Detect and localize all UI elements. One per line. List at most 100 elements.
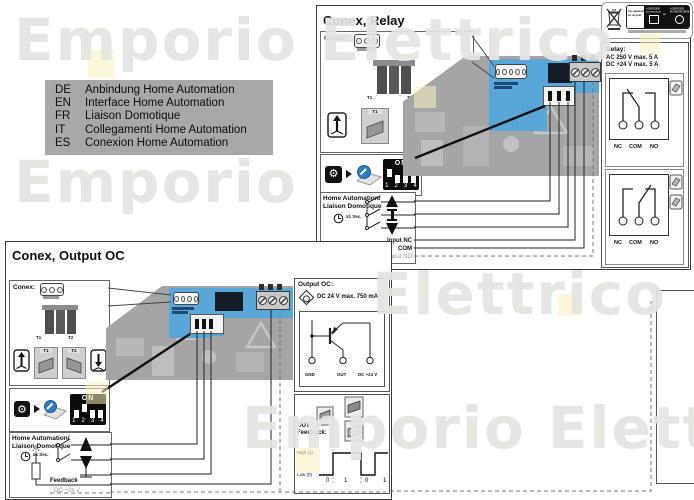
module-label-text — [494, 86, 512, 89]
conex-label: Conex: — [324, 35, 347, 42]
arrow-right-icon — [34, 405, 40, 413]
relay-schematic-nc-closed — [609, 78, 669, 140]
warning-triangle-icon — [244, 320, 278, 349]
feedback-label: Feedback — [50, 478, 78, 484]
terminal-block — [569, 62, 601, 82]
terminal-tag — [590, 55, 595, 61]
output-oc-panel: Conex, Output OC Conex: T1 T2 T1 — [5, 241, 392, 500]
open-collector-icon — [298, 289, 315, 306]
down-arrow-icon — [386, 223, 398, 235]
terminal-tag — [259, 284, 264, 290]
button-icon — [669, 174, 683, 190]
motor-t1-label: T1 — [36, 335, 42, 340]
com-label: COM — [398, 246, 412, 252]
dip-switch-4 — [98, 410, 103, 418]
language-code: EN — [55, 97, 71, 110]
gnd-label: GND — [305, 372, 315, 377]
relay-info-title: Relay: — [606, 46, 626, 53]
oc-home-automation-box: Home Automation/ Liaison Domotique ≥1 Se… — [9, 432, 112, 498]
resistor-icon — [31, 462, 41, 480]
dc24v-label: DC +24 V — [358, 372, 378, 377]
ground-icon — [80, 467, 92, 478]
board-dip-pin — [195, 319, 199, 329]
wave-tick: 1 — [344, 478, 348, 484]
recycle-option1-text: EN MAGASIN — [646, 11, 662, 14]
ha-title-line1: Home Automation/ — [323, 195, 381, 202]
recycle-footnote-text — [628, 30, 686, 33]
recycle-or-text: ou — [663, 13, 667, 16]
terminal-screw — [570, 67, 580, 77]
recycle-option1-text: À DÉPOSER — [646, 8, 661, 11]
paper-blemish — [558, 294, 580, 316]
module-connector-icon — [173, 292, 199, 305]
module-label-text — [172, 311, 188, 314]
terminal-screw — [580, 67, 590, 77]
board-dip-pin — [566, 91, 570, 101]
clock-icon — [333, 213, 344, 224]
module-label-text — [172, 307, 194, 310]
module-label-text — [494, 82, 518, 85]
board-dip-pin — [557, 91, 561, 101]
gate-t1-label: T1 — [39, 348, 53, 353]
part-number-text — [43, 296, 59, 299]
oc-settings-box: ⚙ ON 1 2 3 4 — [9, 388, 110, 432]
gate-t2-pictogram: T2 — [62, 347, 86, 379]
dip-switch-2 — [82, 404, 87, 412]
language-label: Collegamenti Home Automation — [85, 123, 247, 136]
clock-icon — [20, 451, 31, 462]
board-dip-pin — [548, 91, 552, 101]
motor-mount — [42, 305, 78, 310]
ha-title-line2: Liaison Domotique — [323, 202, 382, 210]
wave-tick: 0 — [326, 478, 330, 484]
output-oc-box: Output OC: DC 24 V max. 750 mA GND OUT — [294, 278, 390, 392]
ha-contacts-graphic — [31, 437, 111, 494]
watermark-text: Elettrico — [372, 260, 668, 328]
dashed-up-arrow-icon — [32, 445, 40, 455]
dip-switch-3 — [90, 410, 95, 418]
oc-schematic-box: GND OUT DC +24 V — [299, 311, 385, 387]
module-connector-icon — [495, 64, 527, 79]
relay-schematic-no-closed — [609, 174, 669, 236]
arrow-right-icon — [346, 170, 352, 178]
output-oc-title: Output OC: — [298, 281, 334, 288]
language-code: DE — [55, 84, 71, 96]
language-code: ES — [55, 136, 71, 149]
recycle-left-text: se recycle — [628, 14, 642, 17]
dip-switch-1 — [74, 410, 79, 418]
gate-t1-pictogram: T1 — [34, 347, 58, 379]
dip-numbers: 1 2 3 4 — [72, 418, 106, 424]
terminal-tag — [268, 284, 273, 290]
relay-rating-ac: AC 250 V max. 5 A — [606, 55, 659, 61]
connector-icon — [40, 283, 64, 296]
oc-panel-title: Conex, Output OC — [12, 248, 125, 263]
dip-switch-3 — [403, 175, 408, 183]
gate-position-icon — [344, 420, 364, 442]
dip-on-label: ON — [81, 395, 95, 402]
relay-diagram-nc: NC COM NO — [605, 73, 684, 167]
terminal-screw — [590, 67, 600, 77]
paper-blemish — [88, 50, 114, 78]
programming-disc-icon — [355, 165, 383, 186]
motor-t1-label: T1 — [367, 95, 373, 100]
watermark-text: Emporio — [14, 148, 298, 216]
terminal-tag — [277, 284, 282, 290]
language-row: ES Conexion Home Automation — [55, 137, 267, 150]
down-arrow-icon — [80, 456, 92, 469]
gate-position-icon — [344, 396, 364, 418]
manual-open-up-icon — [327, 112, 347, 138]
dip-on-label: ON — [394, 160, 408, 167]
wave-tick: 0 — [365, 478, 369, 484]
language-code: IT — [55, 123, 66, 136]
partial-connection-box — [656, 290, 694, 484]
terminal-tag — [572, 55, 577, 61]
part-number-text — [357, 48, 375, 51]
recycle-info-block: Cet appareil se recycle À DÉPOSER EN MAG… — [601, 2, 693, 39]
stop-icon — [387, 219, 397, 221]
oc-conex-box: Conex: T1 T2 T1 T2 — [9, 280, 110, 386]
relay-rating-dc: DC +24 V max. 5 A — [606, 62, 659, 68]
terminal-block — [256, 291, 290, 310]
language-label: Conexion Home Automation — [85, 136, 229, 149]
relay-diagram-no: NC COM NO — [605, 169, 684, 265]
